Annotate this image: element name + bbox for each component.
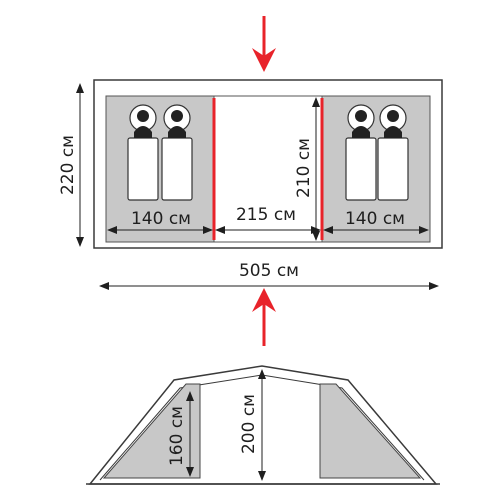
sleeping-person-icon (161, 104, 193, 201)
arrow-up-icon (252, 288, 276, 346)
right-wall-panel (319, 383, 422, 479)
label-center-room: 215 см (236, 205, 296, 225)
left-wall-panel (102, 383, 201, 479)
label-wall-height: 160 см (167, 406, 187, 466)
sleeping-person-icon (377, 104, 409, 201)
label-height-total: 220 см (58, 135, 78, 195)
left-bedroom (105, 95, 215, 243)
sleeping-person-icon (127, 104, 159, 201)
label-peak-height: 200 см (239, 394, 259, 454)
label-width-total: 505 см (239, 261, 299, 281)
label-inner-height: 210 см (294, 138, 314, 198)
label-left-room: 140 см (131, 209, 191, 229)
arrow-down-icon (252, 16, 276, 72)
sleeping-person-icon (345, 104, 377, 201)
label-right-room: 140 см (345, 209, 405, 229)
